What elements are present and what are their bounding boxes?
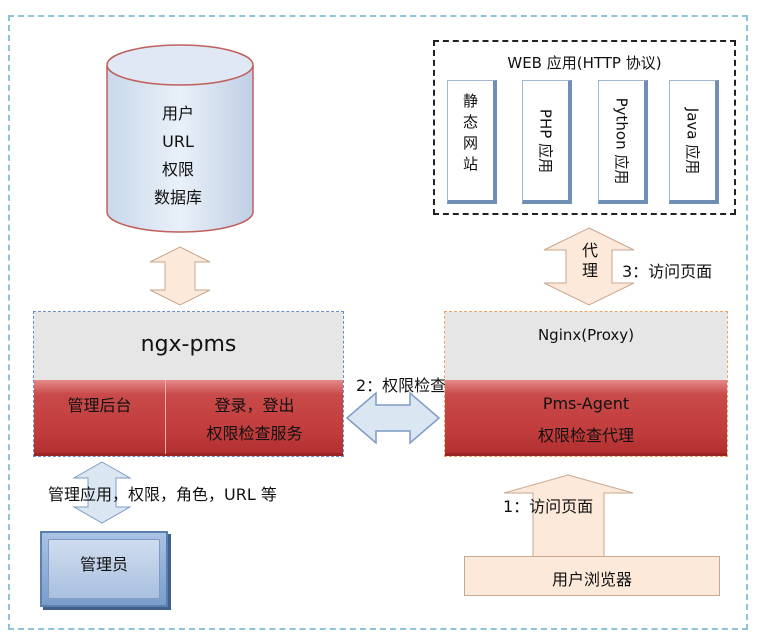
- permission-service-label: 权限检查服务: [206, 424, 303, 443]
- admin-backend-label: 管理后台: [67, 396, 132, 415]
- database-line-db: 数据库: [153, 188, 202, 207]
- admin-double-arrow: [72, 461, 132, 524]
- permission-check-double-arrow: [345, 391, 441, 445]
- login-logout-label: 登录，登出: [214, 396, 295, 415]
- database-line-url: URL: [162, 132, 194, 151]
- ngx-pms-divider: [165, 380, 166, 454]
- ngx-pms-services: [34, 380, 343, 456]
- db-pms-double-arrow: [149, 246, 211, 306]
- pms-agent-panel: [445, 380, 727, 456]
- database-line-permission: 权限: [161, 160, 194, 179]
- app-php: PHP 应用: [522, 80, 572, 204]
- ngx-pms-box: [33, 311, 344, 457]
- nginx-header: [445, 312, 727, 380]
- admin-box: 管理员: [40, 531, 168, 607]
- database-cylinder: [106, 44, 254, 233]
- ngx-pms-header: [34, 312, 343, 380]
- diagram-frame: [8, 15, 748, 630]
- app-static-site: 静态网站: [447, 80, 497, 204]
- admin-label: 管理员: [79, 555, 128, 574]
- proxy-label: 代理: [581, 241, 598, 280]
- proxy-double-arrow: [543, 227, 635, 306]
- ngx-pms-title: ngx-pms: [140, 332, 237, 357]
- database-line-user: 用户: [161, 104, 194, 123]
- permission-agent-label: 权限检查代理: [537, 426, 634, 445]
- nginx-title: Nginx(Proxy): [537, 326, 635, 344]
- web-apps-title: WEB 应用(HTTP 协议): [507, 54, 662, 72]
- app-python: Python 应用: [598, 80, 648, 204]
- step2-label: 2：权限检查: [356, 376, 447, 395]
- nginx-box: [444, 311, 728, 457]
- database-text: 用户 URL 权限 数据库: [110, 100, 246, 212]
- app-static-site-label: 静态网站: [462, 92, 478, 173]
- user-browser-label: 用户浏览器: [551, 570, 632, 589]
- step1-label: 1：访问页面: [503, 497, 594, 516]
- user-browser-box: 用户浏览器: [464, 556, 720, 596]
- step3-label: 3：访问页面: [622, 262, 713, 281]
- admin-actions-label: 管理应用，权限，角色，URL 等: [48, 485, 277, 504]
- pms-agent-label: Pms-Agent: [542, 394, 630, 413]
- app-java: Java 应用: [669, 80, 719, 204]
